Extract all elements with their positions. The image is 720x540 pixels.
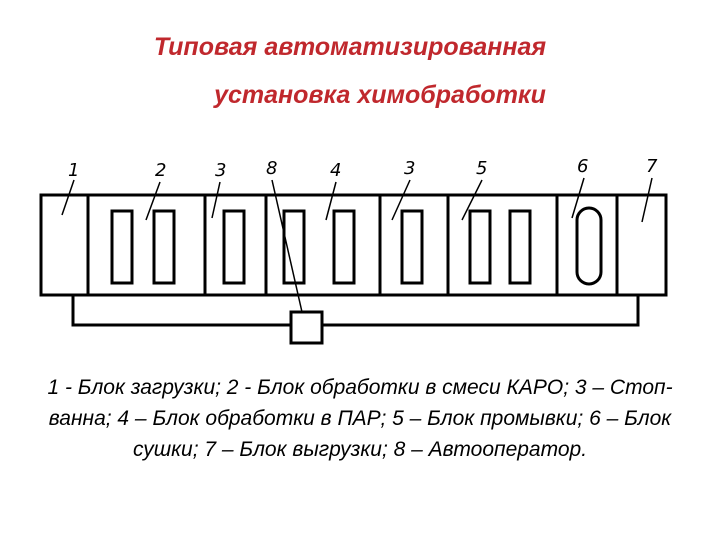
title-line-2: установка химобработки [214, 81, 546, 109]
label-2: 2 [155, 160, 166, 181]
leader-line-8 [271, 179, 303, 313]
tank [508, 209, 532, 285]
tank [468, 209, 492, 285]
label-3: 3 [215, 160, 226, 181]
leader-line-2 [145, 181, 161, 221]
label-8: 8 [266, 158, 277, 179]
auto-operator-rail [71, 295, 640, 327]
label-5: 5 [476, 158, 487, 179]
tank [332, 209, 356, 285]
tank [282, 209, 306, 285]
auto-operator [289, 310, 324, 345]
tank [110, 209, 134, 285]
legend-caption: 1 - Блок загрузки; 2 - Блок обработки в … [47, 376, 673, 461]
leader-line-7 [641, 177, 653, 223]
leader-line-5 [461, 179, 483, 221]
label-6: 6 [577, 156, 588, 177]
leader-line-4 [325, 181, 337, 221]
tank [152, 209, 176, 285]
tank [400, 209, 424, 285]
tank [222, 209, 246, 285]
drying-tank [575, 206, 603, 286]
label-1: 1 [68, 160, 79, 181]
label-4: 4 [330, 160, 341, 181]
leader-line-3 [211, 181, 221, 219]
title-line-1: Типовая автоматизированная [153, 33, 547, 61]
leader-line-3b [391, 179, 411, 221]
installation-frame [39, 193, 668, 297]
leader-line-1 [61, 179, 75, 216]
label-3b: 3 [404, 158, 415, 179]
label-7: 7 [646, 156, 658, 177]
leader-line-6 [571, 177, 585, 219]
